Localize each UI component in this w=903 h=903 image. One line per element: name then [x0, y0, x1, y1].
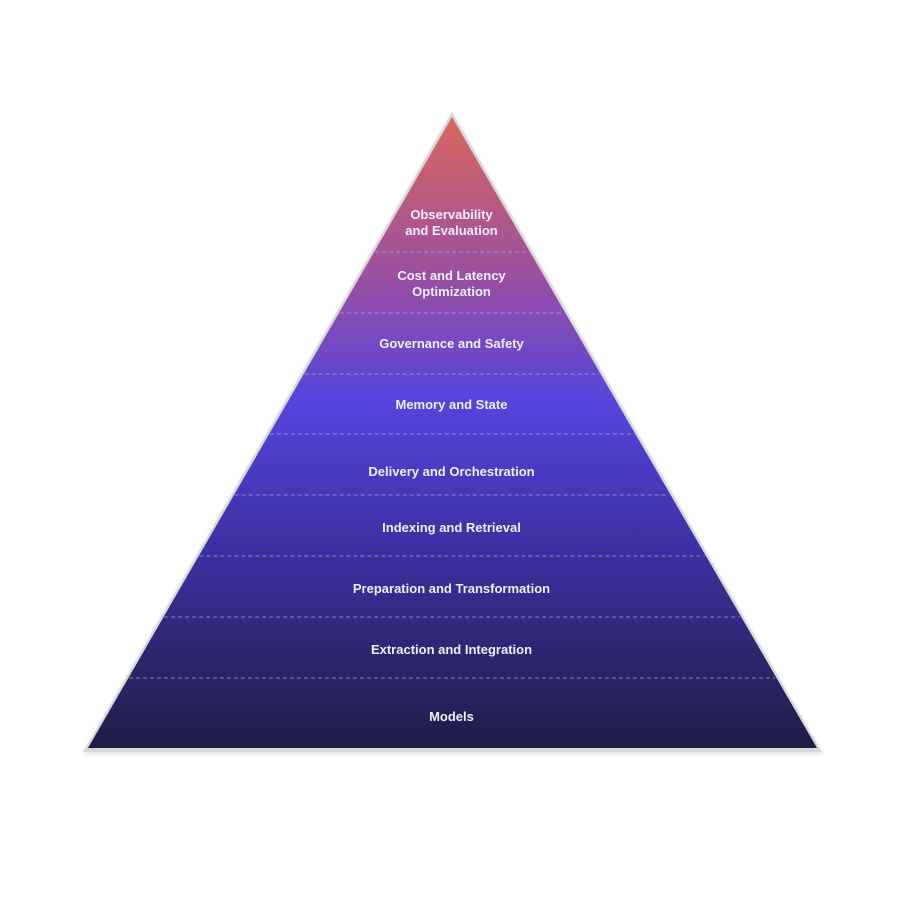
- layer-label-line: Governance and Safety: [379, 336, 524, 351]
- layer-label-line: and Evaluation: [405, 223, 498, 238]
- layer-label-line: Memory and State: [395, 397, 508, 412]
- layer-label: Extraction and Integration: [0, 642, 903, 658]
- layer-label: Preparation and Transformation: [0, 581, 903, 597]
- layer-label-line: Delivery and Orchestration: [368, 464, 535, 479]
- layer-label-line: Preparation and Transformation: [352, 581, 551, 596]
- layer-label-line: Models: [429, 709, 474, 724]
- layer-label: Models: [0, 709, 903, 725]
- pyramid-fill: [88, 117, 817, 748]
- layer-label: Delivery and Orchestration: [0, 464, 903, 480]
- layer-label: Indexing and Retrieval: [0, 520, 903, 536]
- layer-label-line: Optimization: [412, 284, 491, 299]
- layer-dividers: [128, 251, 776, 679]
- layer-label: Memory and State: [0, 397, 903, 413]
- layer-label-line: Cost and Latency: [397, 268, 506, 283]
- layer-label: Governance and Safety: [0, 336, 903, 352]
- layer-label-line: Observability: [410, 207, 493, 222]
- layer-label-line: Extraction and Integration: [370, 642, 533, 657]
- layer-label-line: Indexing and Retrieval: [382, 520, 521, 535]
